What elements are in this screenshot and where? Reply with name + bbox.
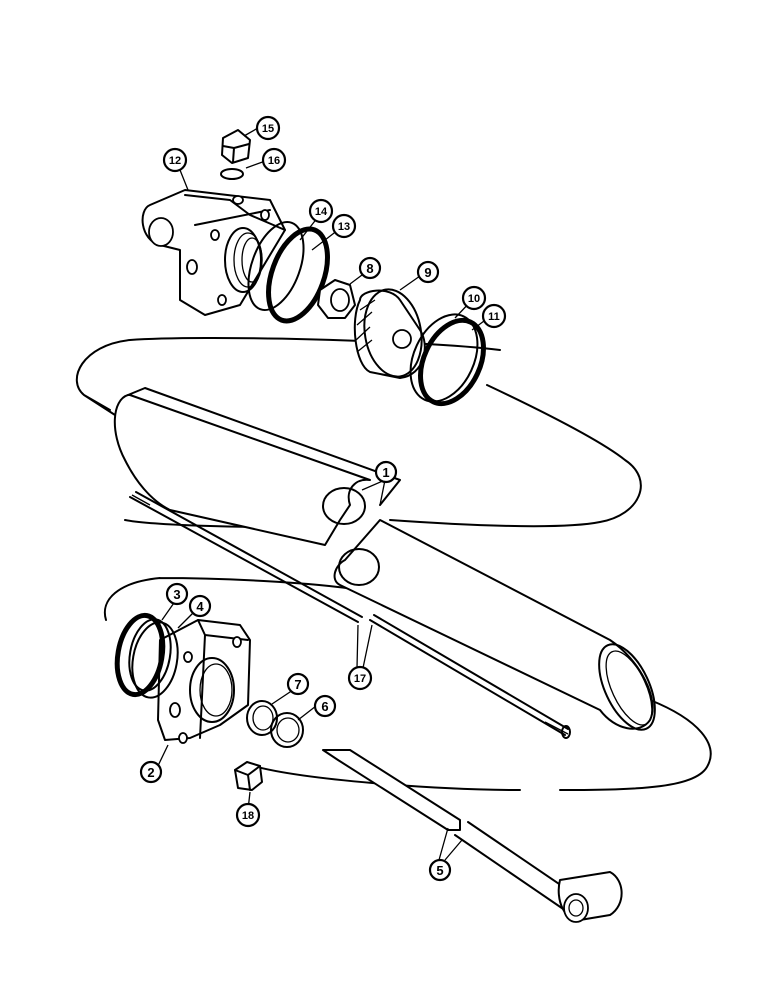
svg-text:10: 10 <box>468 293 480 305</box>
callout-10: 10 <box>461 285 487 311</box>
svg-text:5: 5 <box>436 863 443 878</box>
piston-ring-outer <box>418 317 486 407</box>
svg-text:8: 8 <box>366 261 373 276</box>
cap-seal-inner <box>128 618 172 692</box>
svg-text:17: 17 <box>354 673 366 685</box>
seal-head-outer <box>266 226 330 324</box>
callout-17: 17 <box>347 665 373 691</box>
cap-end-head <box>131 619 251 744</box>
callout-13: 13 <box>331 213 357 239</box>
svg-text:2: 2 <box>147 765 154 780</box>
svg-text:12: 12 <box>169 155 181 167</box>
svg-text:14: 14 <box>315 206 328 218</box>
svg-text:9: 9 <box>424 265 431 280</box>
callout-1: 1 <box>374 460 398 484</box>
tie-rod <box>129 491 571 739</box>
svg-text:16: 16 <box>268 155 280 167</box>
callout-15: 15 <box>255 115 281 141</box>
callout-18: 18 <box>235 802 261 828</box>
svg-text:3: 3 <box>173 587 180 602</box>
nut-lower <box>234 761 263 791</box>
svg-text:11: 11 <box>488 311 500 323</box>
rod-end-head <box>141 189 286 316</box>
washer-6 <box>270 712 304 748</box>
nut-upper <box>317 279 356 319</box>
callout-11: 11 <box>481 303 507 329</box>
callout-8: 8 <box>358 256 382 280</box>
callout-7: 7 <box>286 672 310 696</box>
svg-text:13: 13 <box>338 221 350 233</box>
plug <box>221 129 251 164</box>
callout-16: 16 <box>261 147 287 173</box>
callout-14: 14 <box>308 198 334 224</box>
callout-12: 12 <box>162 147 188 173</box>
callout-4: 4 <box>188 594 212 618</box>
piston-ring-inner <box>409 313 479 403</box>
lower-group-outline <box>103 577 712 791</box>
cylinder-tube <box>113 387 656 731</box>
cap-seal-outer <box>114 612 166 698</box>
washer-7 <box>246 700 278 736</box>
seal-head-inner <box>247 221 305 311</box>
svg-text:1: 1 <box>382 465 389 480</box>
svg-text:4: 4 <box>196 599 204 614</box>
callout-9: 9 <box>416 260 440 284</box>
svg-text:18: 18 <box>242 810 254 822</box>
svg-text:6: 6 <box>321 699 328 714</box>
svg-text:7: 7 <box>294 677 301 692</box>
svg-text:15: 15 <box>262 123 274 135</box>
piston <box>353 288 426 379</box>
callout-5: 5 <box>428 858 452 882</box>
piston-rod <box>322 749 623 923</box>
callout-6: 6 <box>313 694 337 718</box>
callout-2: 2 <box>139 760 163 784</box>
callout-3: 3 <box>165 582 189 606</box>
upper-group-outline <box>75 337 642 529</box>
o-ring-plug <box>220 168 244 180</box>
